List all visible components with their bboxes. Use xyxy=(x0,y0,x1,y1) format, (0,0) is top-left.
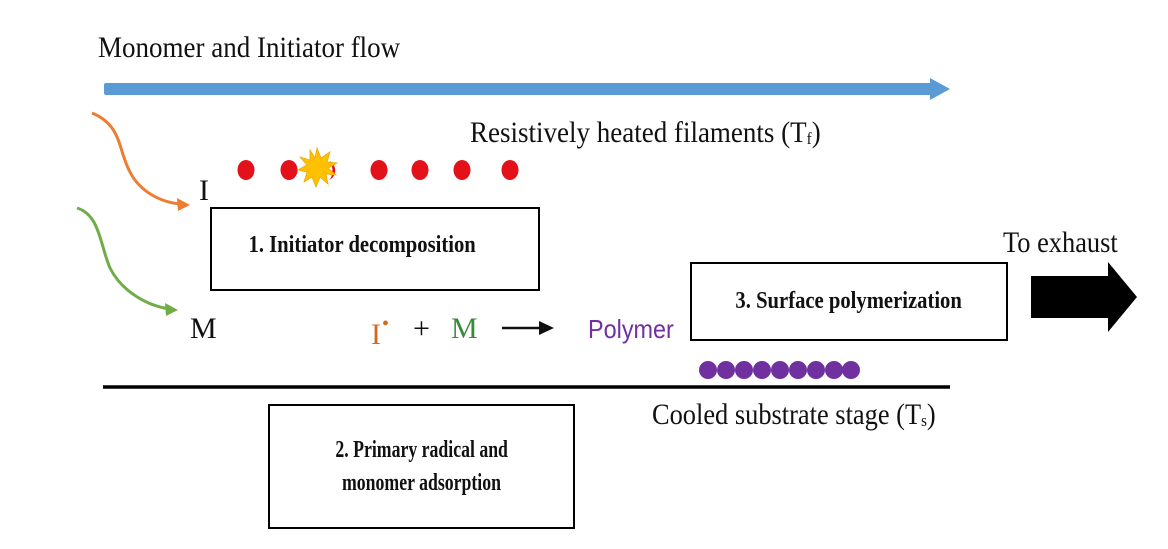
step-2-label: 2. Primary radical and monomer adsorption xyxy=(321,434,522,499)
substrate-label-close: ) xyxy=(926,398,936,431)
polymer-bead xyxy=(735,361,753,379)
step-2-box: 2. Primary radical and monomer adsorption xyxy=(268,404,575,529)
spark-burst-icon xyxy=(296,146,339,189)
reaction-monomer: M xyxy=(451,312,478,345)
step-1-label: 1. Initiator decomposition xyxy=(248,232,476,258)
filament-row xyxy=(237,160,519,180)
polymer-bead xyxy=(789,361,807,379)
filament-dot xyxy=(411,160,429,180)
step-2-line1: 2. Primary radical and xyxy=(335,437,508,464)
filament-dot xyxy=(370,160,388,180)
monomer-symbol: M xyxy=(190,312,217,345)
filament-dot xyxy=(280,160,298,180)
filament-label-subscript: f xyxy=(806,129,812,148)
polymer-bead xyxy=(807,361,825,379)
radical-dot-icon: • xyxy=(382,313,390,335)
polymer-bead xyxy=(842,361,860,379)
substrate-label-text: Cooled substrate stage (T xyxy=(652,398,922,431)
filament-label: Resistively heated filaments (Tf) xyxy=(470,118,821,148)
step-3-label: 3. Surface polymerization xyxy=(735,288,963,315)
flow-label: Monomer and Initiator flow xyxy=(98,31,401,64)
flow-arrow xyxy=(104,78,950,100)
step-1-box: 1. Initiator decomposition xyxy=(210,207,540,291)
reaction-product: Polymer xyxy=(588,314,674,344)
exhaust-label: To exhaust xyxy=(1003,226,1118,259)
polymer-bead xyxy=(825,361,843,379)
filament-dot xyxy=(453,160,471,180)
exhaust-arrow xyxy=(1031,262,1137,332)
reaction-initiator: I• xyxy=(371,314,389,350)
initiator-symbol: I xyxy=(199,174,209,207)
filament-dot xyxy=(501,160,519,180)
reaction-plus: + xyxy=(413,312,430,345)
substrate-label-subscript: s xyxy=(921,411,927,430)
reaction-arrow xyxy=(502,321,554,335)
filament-label-close: ) xyxy=(811,116,821,149)
polymer-bead xyxy=(699,361,717,379)
reaction-initiator-letter: I xyxy=(371,318,381,351)
step-2-line2: monomer adsorption xyxy=(342,469,501,496)
filament-dot xyxy=(237,160,255,180)
filament-label-text: Resistively heated filaments (T xyxy=(470,116,807,149)
polymer-bead xyxy=(717,361,735,379)
filament-dot-partial xyxy=(329,161,336,180)
step-3-box: 3. Surface polymerization xyxy=(690,262,1008,341)
initiator-inlet-arrow xyxy=(91,111,190,211)
polymer-bead xyxy=(771,361,789,379)
substrate-label: Cooled substrate stage (Ts) xyxy=(652,400,936,430)
polymer-beads xyxy=(699,361,860,379)
polymer-bead xyxy=(753,361,771,379)
monomer-inlet-arrow xyxy=(76,206,178,316)
